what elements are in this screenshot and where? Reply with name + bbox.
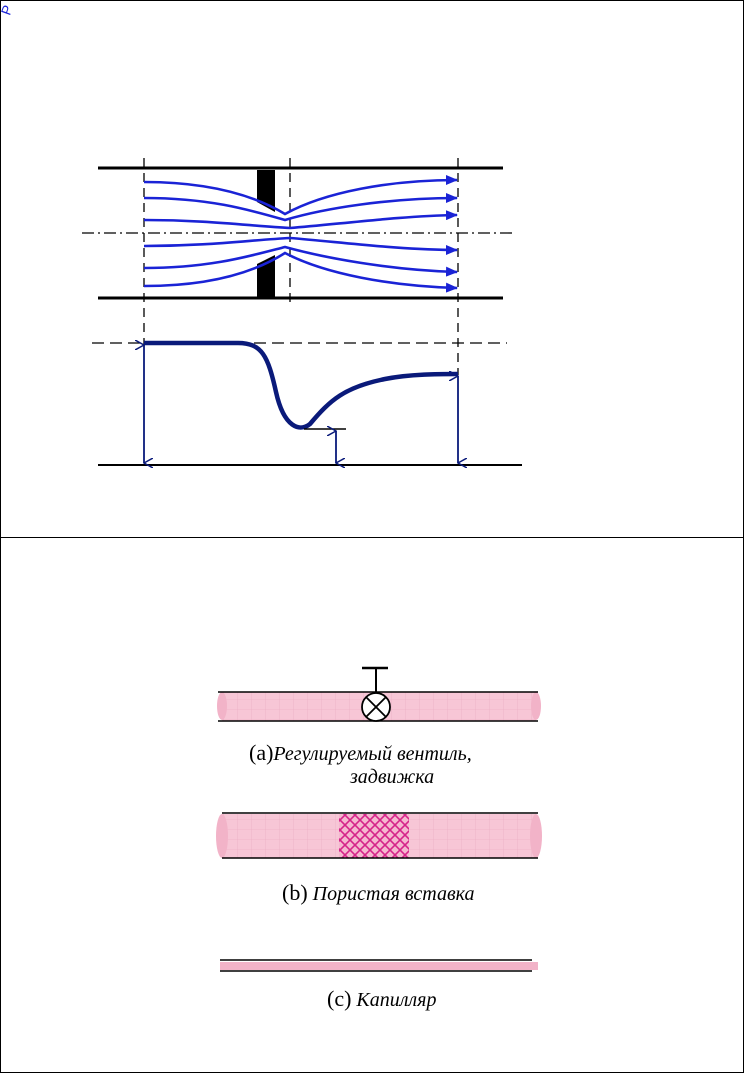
orifice-flow-diagram [82, 158, 522, 540]
caption-b-text: Пористая вставка [312, 883, 475, 905]
streamline-1 [143, 175, 458, 216]
caption-a-text: Регулируемый вентиль, [273, 743, 472, 765]
caption-c-letter: (c) [327, 986, 352, 1011]
caption-a-line2: задвижка [350, 766, 435, 788]
streamlines [143, 175, 458, 293]
caption-a: (a)Регулируемый вентиль, [249, 740, 472, 766]
streamline-4 [143, 236, 458, 255]
caption-c-text: Капилляр [356, 989, 437, 1011]
caption-c: (c) Капилляр [327, 986, 436, 1012]
caption-a-letter: (a) [249, 740, 274, 765]
caption-b-letter: (b) [282, 880, 308, 905]
streamline-2 [143, 193, 458, 222]
caption-b: (b) Пористая вставка [282, 880, 474, 906]
streamline-6 [143, 251, 458, 293]
throttling-devices-panel [0, 537, 744, 1073]
streamline-3 [143, 210, 458, 230]
streamline-5 [143, 245, 458, 277]
pressure-profile-curve [144, 340, 459, 430]
throttling-flow-panel [0, 0, 744, 540]
